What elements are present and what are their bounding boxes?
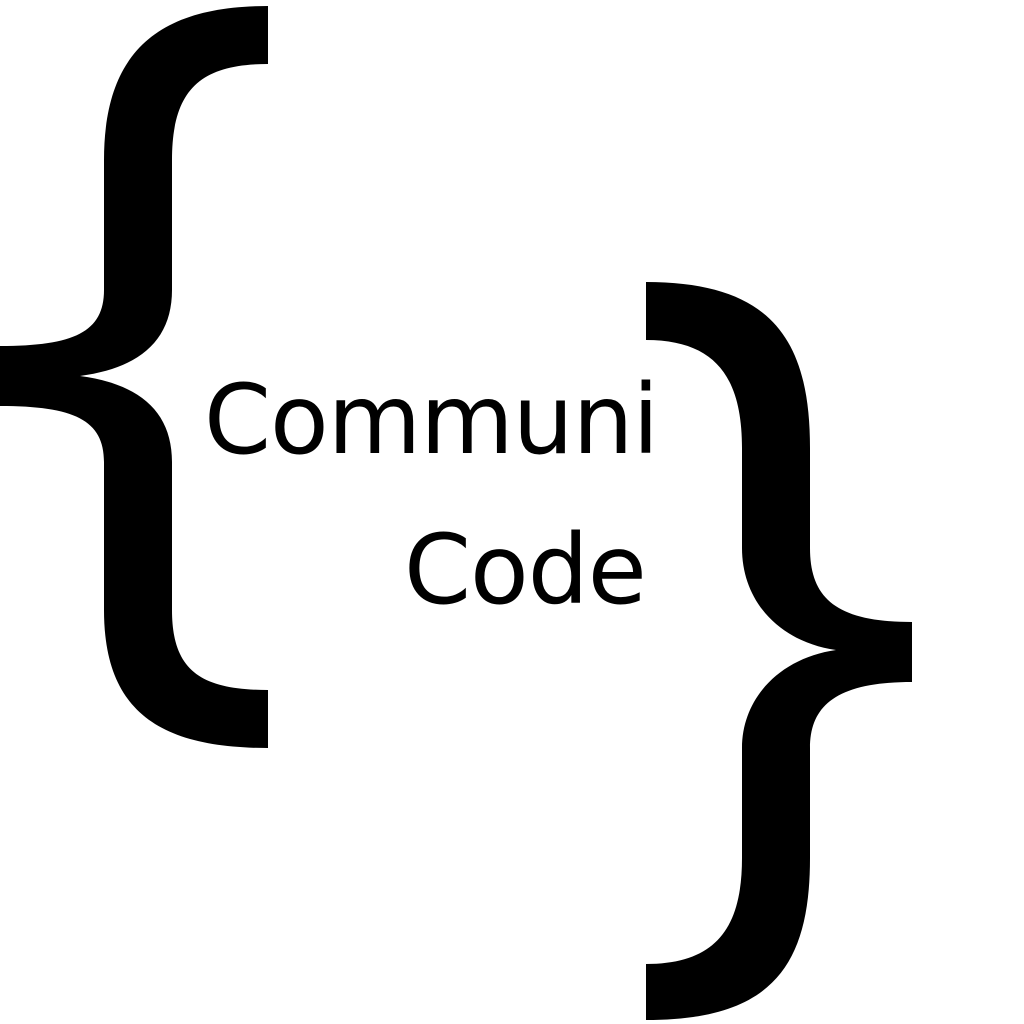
right-brace-icon <box>646 282 912 1020</box>
logo-text-line1: Communi <box>204 364 659 476</box>
logo-text-line2: Code <box>404 514 647 626</box>
left-brace-icon <box>0 6 268 748</box>
